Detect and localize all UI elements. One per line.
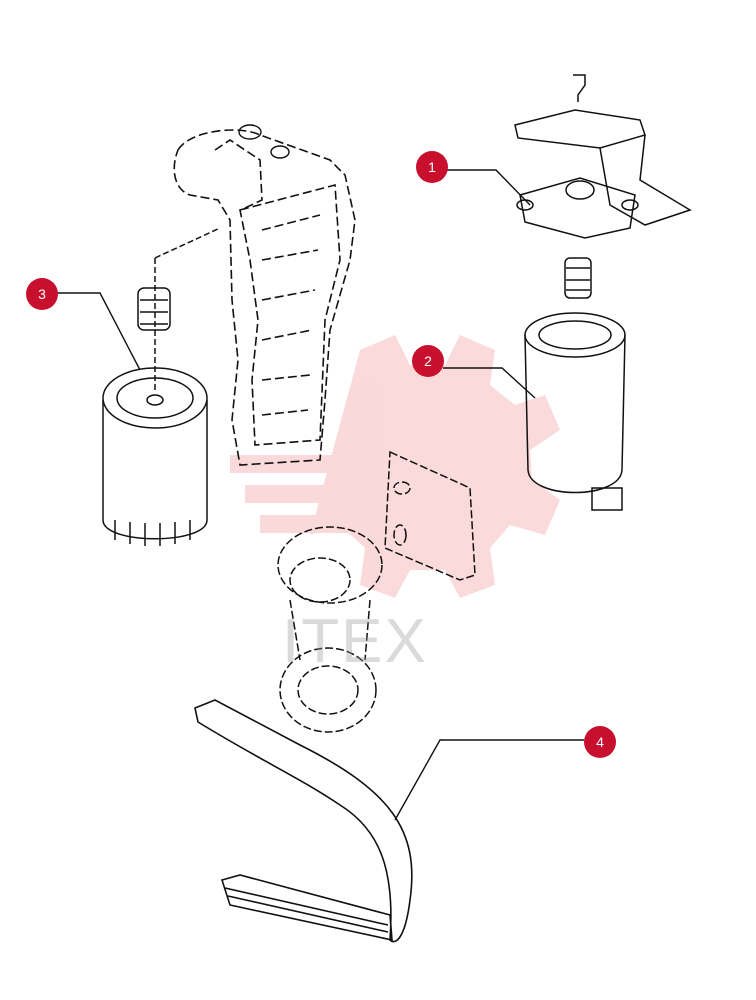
belt-tensioner (277, 450, 476, 733)
engine-bracket (173, 129, 356, 466)
fuel-filter (524, 312, 626, 511)
watermark-gear-icon (230, 335, 560, 598)
bracket-bolt (238, 124, 290, 159)
callout-2[interactable]: 2 (412, 345, 444, 377)
oil-filter (102, 227, 221, 546)
callout-3[interactable]: 3 (26, 278, 58, 310)
leader-lines (56, 169, 584, 821)
callout-4[interactable]: 4 (584, 726, 616, 758)
filter-head (514, 74, 692, 299)
leader-line-4 (394, 739, 584, 821)
callout-1[interactable]: 1 (416, 151, 448, 183)
leader-line-1 (446, 169, 531, 206)
leader-line-2 (443, 367, 536, 399)
leader-line-3 (56, 292, 141, 371)
drive-belt (194, 699, 413, 943)
